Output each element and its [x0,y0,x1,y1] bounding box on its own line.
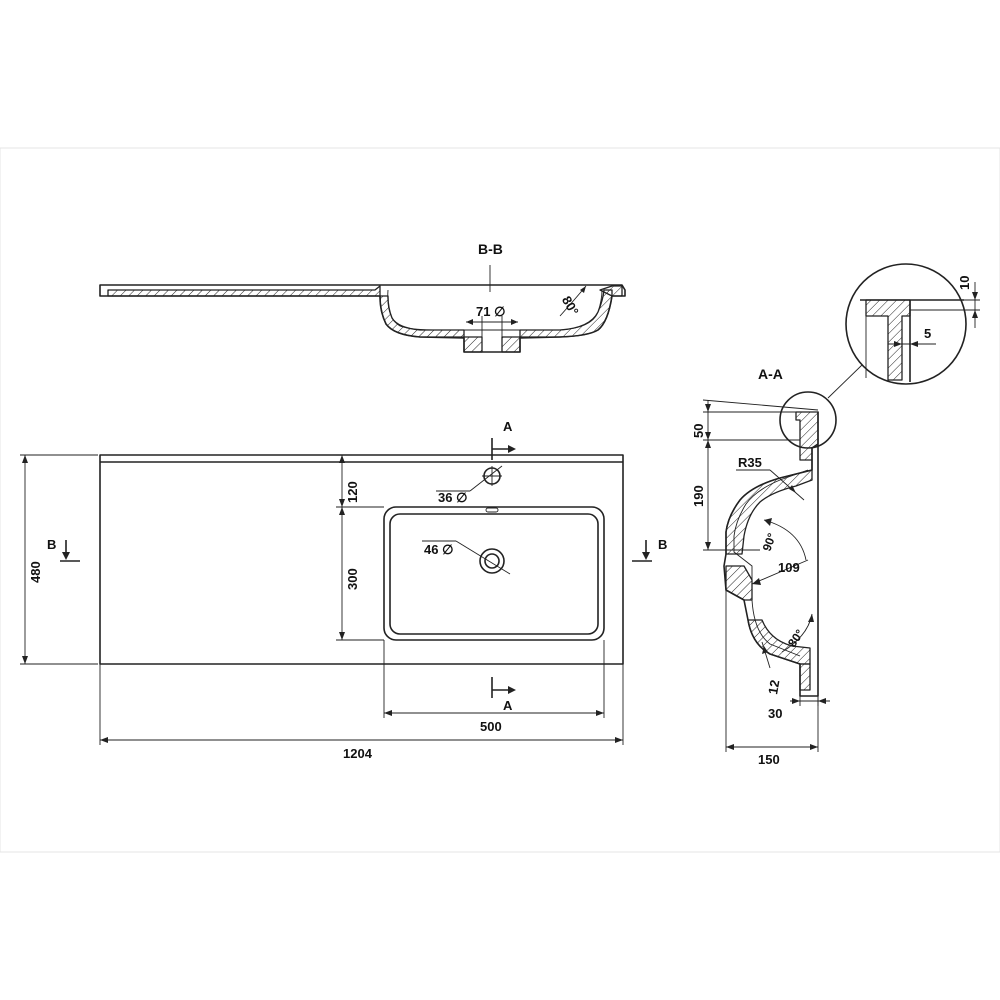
plan-view: 36 ∅ 46 ∅ A A B B 480 [20,419,667,761]
dim-depth: 480 [28,561,43,583]
dim-drain-hole: 46 ∅ [424,542,453,557]
dim-inner-width: 109 [778,560,800,575]
countertop-outline [99,454,624,665]
section-bb-title: B-B [478,241,503,257]
drain-inner [484,553,500,569]
dim-angle-90: 90° [760,531,779,553]
dim-overall-height: 150 [758,752,780,767]
cut-a-top: A [503,419,513,434]
basin-inner [389,513,599,635]
dim-detail-5: 5 [924,326,931,341]
dim-basin-width: 500 [480,719,502,734]
dim-offset-30: 30 [768,706,782,721]
cut-b-right: B [658,537,667,552]
detail-view: 10 5 [845,263,980,385]
dim-total-length: 1204 [343,746,373,761]
dim-angle-bb: 80° [559,293,582,318]
dim-tap-hole: 36 ∅ [438,490,467,505]
detail-circle [845,263,967,385]
dim-bowl-height: 190 [691,485,706,507]
dim-basin-depth: 300 [345,568,360,590]
detail-marker [779,391,837,449]
dim-top-height: 50 [691,424,706,438]
dim-wall-12: 12 [765,679,782,696]
section-aa-title: A-A [758,366,783,382]
dim-detail-10: 10 [957,276,972,290]
drain-outer [479,548,505,574]
basin-outer [383,506,605,641]
drawing-frame [0,147,1000,853]
cut-b-left: B [47,537,56,552]
dim-tap-offset: 120 [345,481,360,503]
dim-radius: R35 [738,455,762,470]
section-aa: A-A 50 190 R35 90° 10 [691,364,863,767]
cut-a-bottom: A [503,698,513,713]
section-bb: B-B 71 ∅ 80° [99,241,626,353]
dim-drain-bb: 71 ∅ [476,304,505,319]
